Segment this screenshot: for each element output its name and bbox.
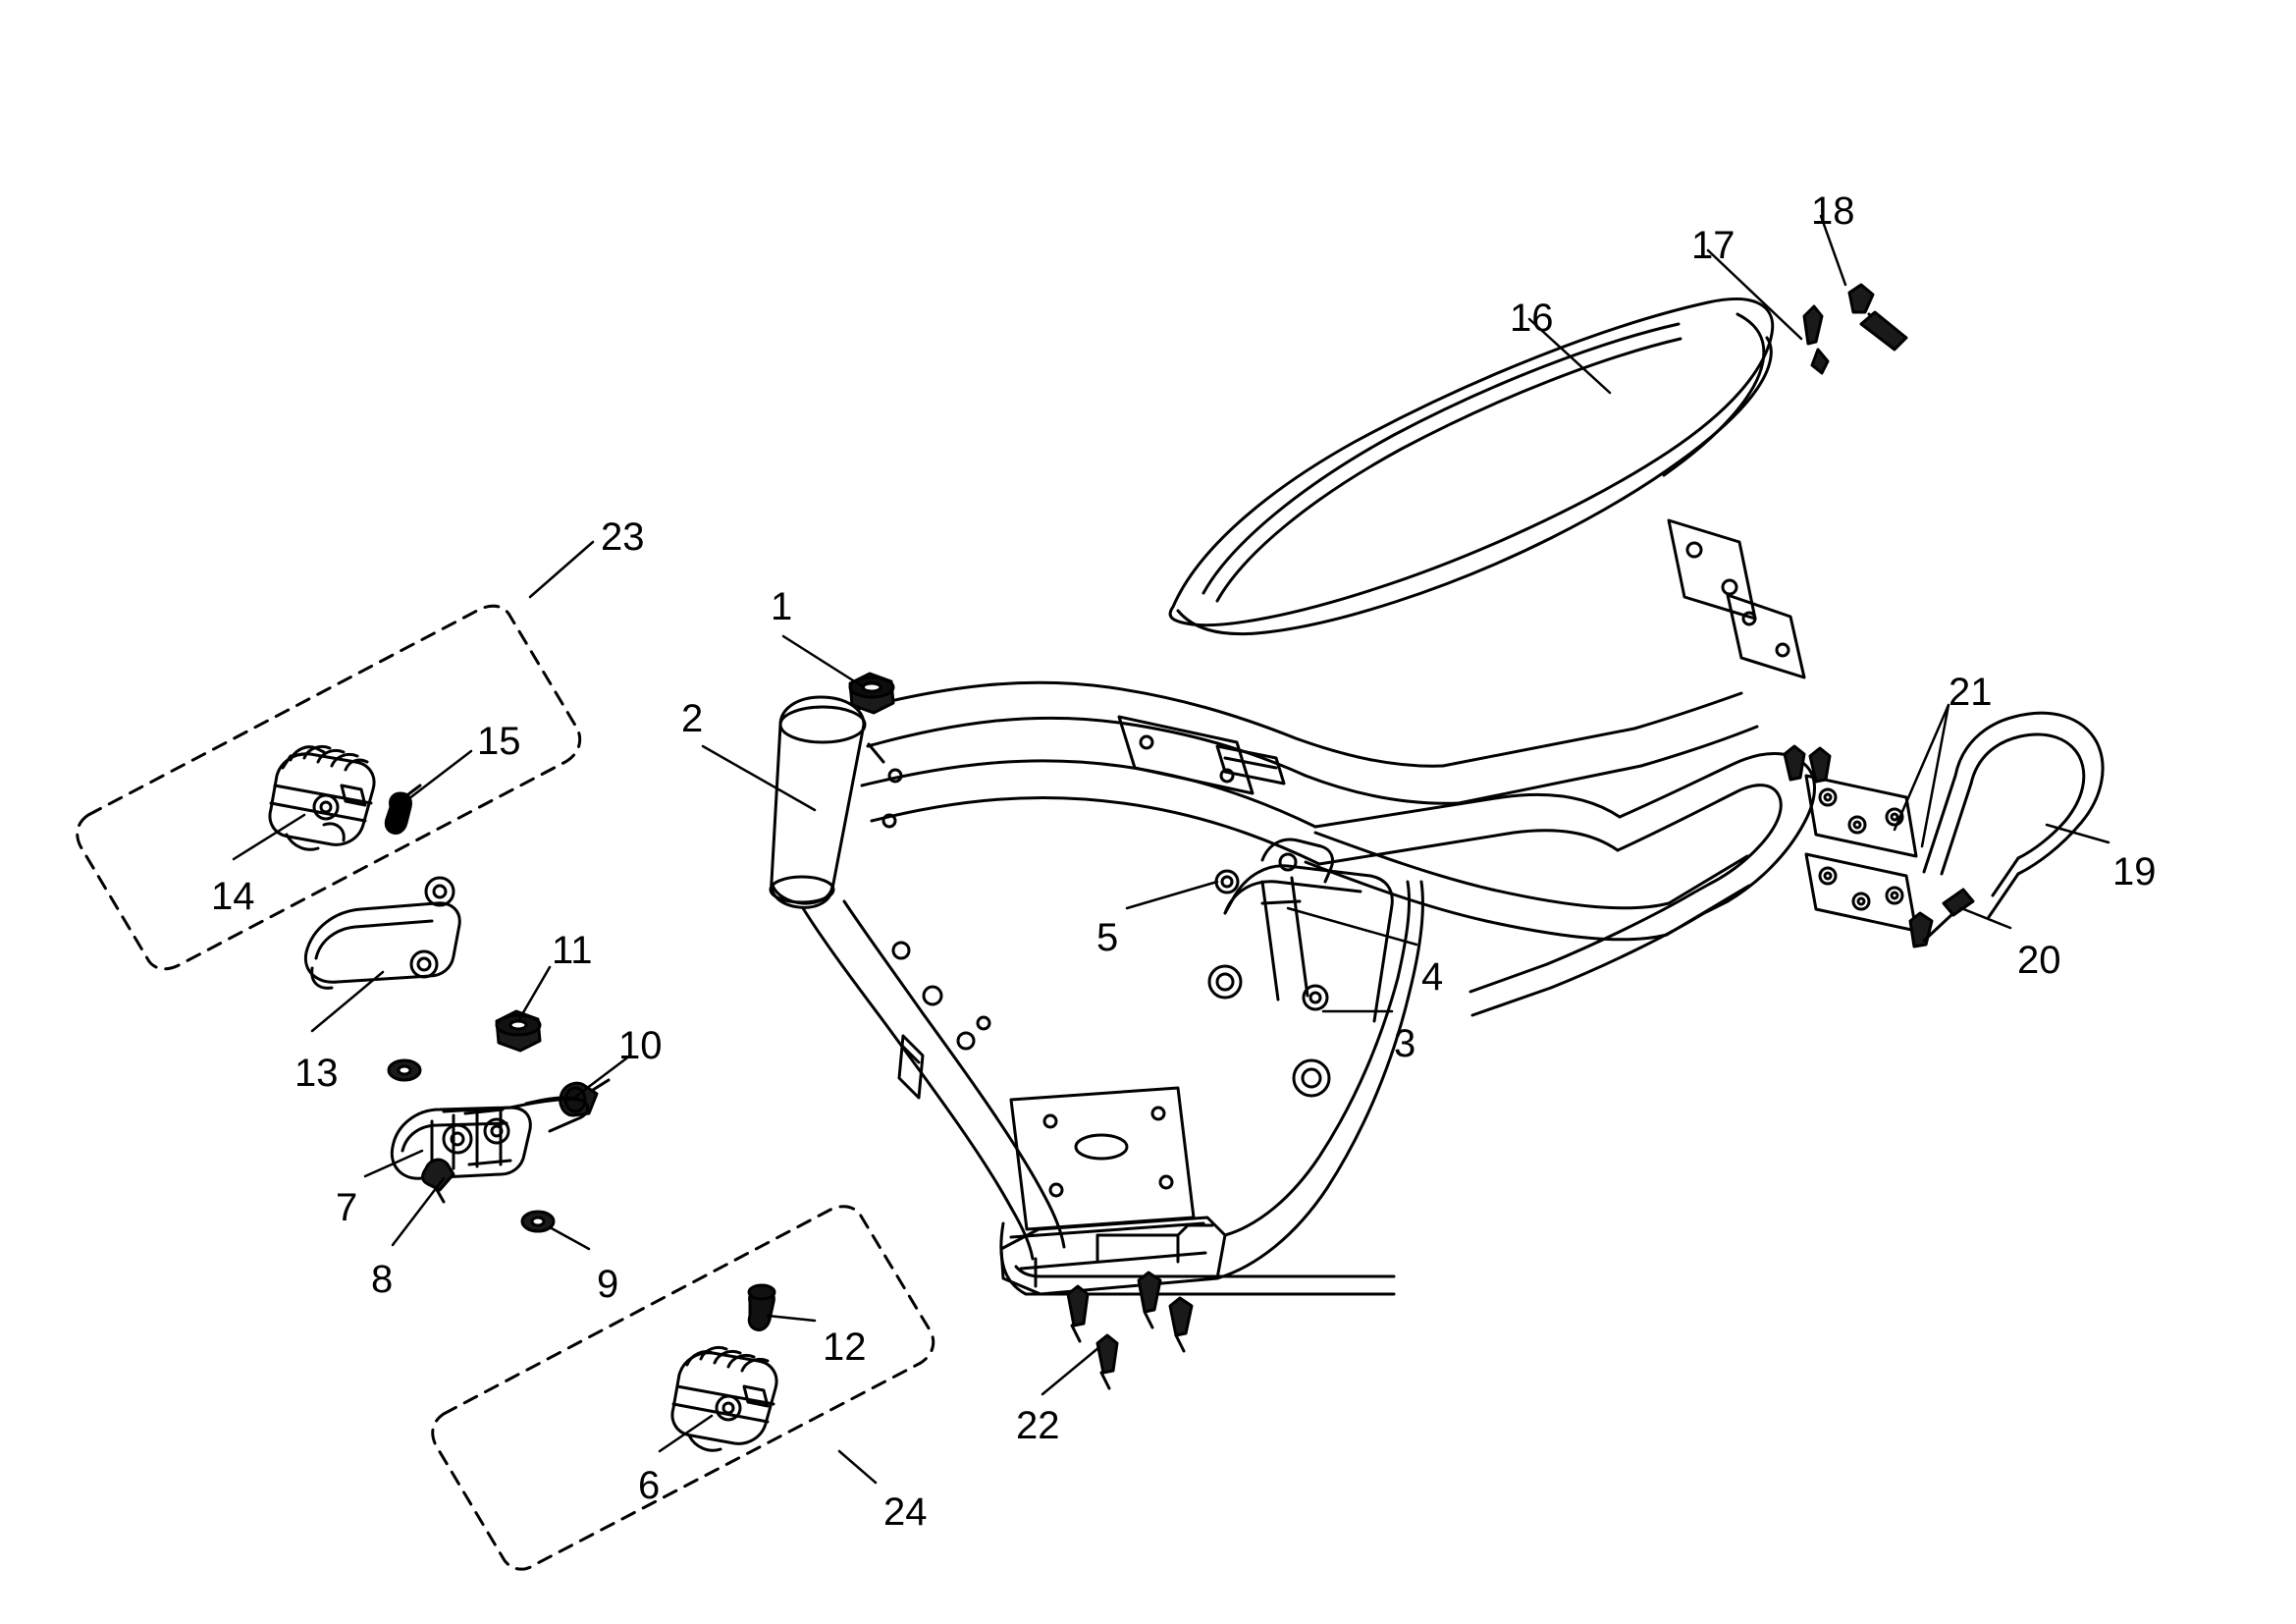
footpeg-part-6 — [670, 1345, 778, 1452]
bolt-part-8 — [421, 1158, 455, 1204]
callout-5: 5 — [1096, 916, 1119, 959]
main-frame-part-2 — [769, 518, 1816, 1296]
rear-rack-part-19 — [1922, 711, 2105, 919]
callout-11: 11 — [552, 929, 593, 972]
nut-part-1 — [848, 672, 895, 715]
washer-part-9 — [520, 1210, 556, 1233]
pin-part-12 — [747, 1283, 776, 1331]
bracket-part-13 — [303, 876, 461, 990]
bolt-part-18 — [1847, 283, 1908, 352]
callout-21: 21 — [1949, 671, 1993, 714]
callout-8: 8 — [371, 1258, 394, 1301]
detail-box-24 — [431, 1205, 935, 1571]
callout-24: 24 — [883, 1490, 928, 1534]
callout-10: 10 — [618, 1024, 663, 1067]
callout-6: 6 — [638, 1464, 661, 1507]
callout-9: 9 — [597, 1263, 619, 1306]
bracket-part-7 — [390, 1096, 589, 1180]
callout-1: 1 — [771, 585, 793, 628]
leader-lines — [232, 214, 2110, 1485]
callout-18: 18 — [1811, 189, 1855, 233]
callout-3: 3 — [1394, 1022, 1416, 1065]
callout-12: 12 — [823, 1326, 867, 1369]
footpeg-part-14 — [268, 744, 376, 851]
detail-box-23 — [76, 604, 582, 971]
callout-19: 19 — [2112, 850, 2157, 893]
callout-22: 22 — [1016, 1404, 1060, 1447]
pin-part-17 — [1802, 304, 1830, 375]
callout-13: 13 — [294, 1052, 339, 1095]
rack-plates-part-21 — [1783, 744, 1918, 933]
callout-7: 7 — [336, 1186, 358, 1229]
nut-part-11 — [495, 1009, 542, 1053]
callout-16: 16 — [1510, 297, 1554, 340]
callout-15: 15 — [477, 720, 521, 763]
callout-2: 2 — [681, 697, 704, 740]
bolts-part-22 — [1066, 1271, 1194, 1390]
callout-14: 14 — [211, 875, 255, 918]
callout-4: 4 — [1421, 955, 1444, 999]
washer-part-11b — [387, 1058, 422, 1082]
callout-17: 17 — [1691, 224, 1735, 267]
bolt-part-20 — [1908, 888, 1975, 948]
callout-20: 20 — [2017, 939, 2061, 982]
callout-23: 23 — [601, 515, 645, 559]
seat-part-16 — [1168, 298, 1775, 636]
